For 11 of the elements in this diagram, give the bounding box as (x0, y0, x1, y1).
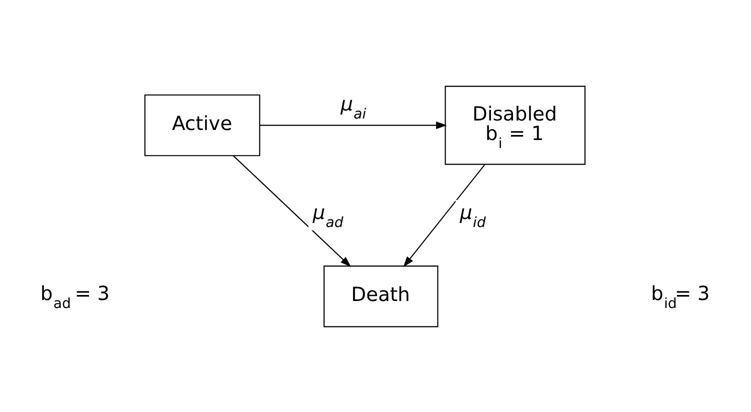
node-box: Disabled b$_{i}$ = 1 (444, 85, 586, 164)
edge-label: μ$_{ad}$ (312, 200, 344, 230)
arrow (403, 163, 486, 267)
node-box: Active (144, 94, 260, 156)
label: b$_{id}$= 3 (651, 282, 710, 312)
edge-label: μ$_{id}$ (460, 200, 486, 230)
arrow (260, 121, 447, 129)
arrow (233, 154, 352, 267)
label: b$_{ad}$ = 3 (40, 282, 110, 312)
edge-label: μ$_{ai}$ (340, 92, 366, 122)
node-box: Death (324, 265, 438, 327)
